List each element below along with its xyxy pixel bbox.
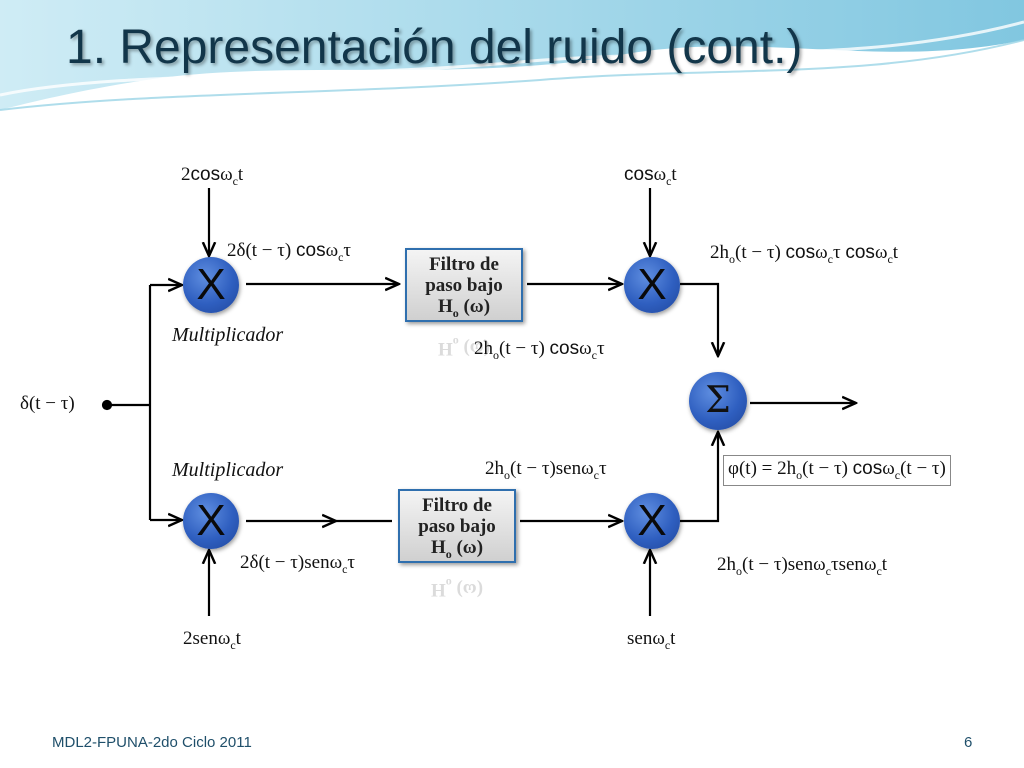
filter-reflection-bottom: Ho (ω) [430,576,484,600]
multiplier-symbol: X [637,496,667,545]
multiplicador-label-top: Multiplicador [172,324,284,346]
bottom-carrier-in-label: 2senωct [183,628,241,652]
top-carrier-out-label: cosωct [624,164,677,188]
filter-line3: Ho (ω) [430,537,484,561]
footer-text: MDL2-FPUNA-2do Ciclo 2011 [52,734,252,751]
top-output-label: 2ho(t − τ) cosωcτ cosωct [710,242,899,266]
header-wave-decoration [0,0,1024,111]
bottom-output-label: 2ho(t − τ)senωcτsenωct [717,554,888,578]
summing-node: Σ [689,372,747,430]
top-carrier-in-label: 2cosωct [181,164,244,188]
top-after-filter-label: 2ho(t − τ) cosωcτ [474,338,605,362]
multiplier-symbol: X [196,260,226,309]
multiplier-node-bottom-left: X [183,493,239,549]
multiplier-symbol: X [637,260,667,309]
bottom-carrier-out-label: senωct [627,628,676,652]
input-label: δ(t − τ) [20,393,75,414]
filter-line2: paso bajo [418,516,496,537]
low-pass-filter-top: Filtro de paso bajo Ho (ω) [405,248,523,322]
page-number: 6 [964,734,973,751]
slide-title: 1. Representación del ruido (cont.) [66,21,803,74]
bottom-after-filter-label: 2ho(t − τ)senωcτ [485,458,607,482]
filter-line1: Filtro de [429,254,499,275]
filter-line2: paso bajo [425,275,503,296]
bottom-after-multiplier-label: 2δ(t − τ)senωcτ [240,552,356,576]
result-equation: φ(t) = 2ho(t − τ) cosωc(t − τ) [723,455,951,486]
top-after-multiplier-label: 2δ(t − τ) cosωcτ [227,240,352,264]
filter-line1: Filtro de [422,495,492,516]
multiplier-node-top-left: X [183,257,239,313]
multiplicador-label-bottom: Multiplicador [172,459,284,481]
multiplier-node-bottom-right: X [624,493,680,549]
low-pass-filter-bottom: Filtro de paso bajo Ho (ω) [398,489,516,563]
multiplier-node-top-right: X [624,257,680,313]
multiplier-symbol: X [196,496,226,545]
sum-symbol: Σ [705,380,731,421]
filter-line3: Ho (ω) [437,296,491,320]
